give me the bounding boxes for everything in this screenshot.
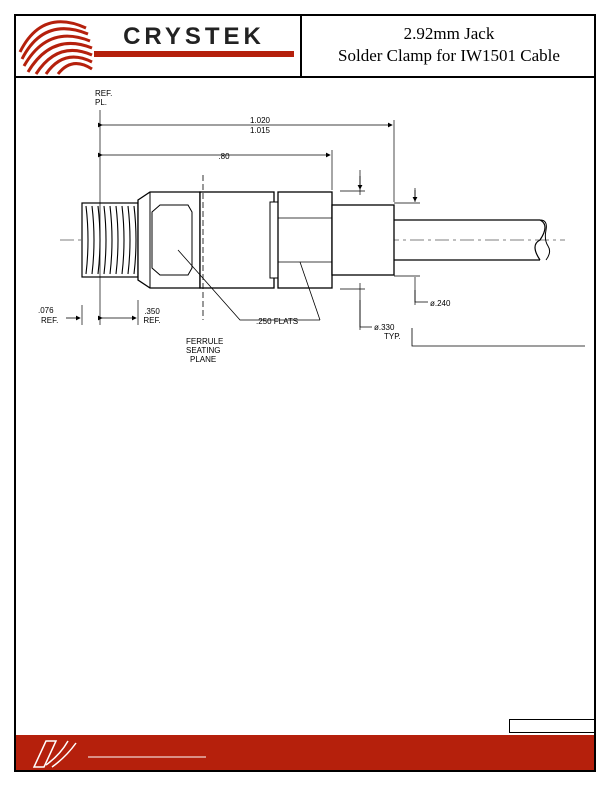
ferrule-label-3: PLANE — [190, 355, 216, 364]
title-line-1: 2.92mm Jack — [403, 24, 495, 43]
thread-section — [81, 202, 139, 278]
brand-underline — [94, 51, 294, 57]
dim-thread-1: .076 — [38, 306, 54, 315]
title-line-2: Solder Clamp for IW1501 Cable — [338, 46, 560, 65]
ferrule-label-2: SEATING — [186, 346, 221, 355]
brand-name: CRYSTEK — [123, 23, 265, 50]
dim-overall-2: 1.015 — [250, 126, 271, 135]
dim-flats: .250 FLATS — [256, 317, 298, 326]
footer-band — [16, 735, 594, 770]
swirl-logo-icon — [18, 20, 93, 75]
page-frame — [14, 14, 596, 772]
dim-hex-2: REF. — [143, 316, 160, 325]
connector-body — [199, 191, 395, 289]
dim-body: .80 — [218, 152, 230, 161]
hex-nut — [137, 191, 201, 289]
dim-diameter-240: ø.240 — [430, 299, 451, 308]
dim-diameter-330: ø.330 — [374, 323, 395, 332]
dim-thread-2: REF. — [41, 316, 58, 325]
logo-block: CRYSTEK — [14, 14, 302, 78]
footer-logo — [32, 740, 206, 768]
ferrule-label-1: FERRULE — [186, 337, 223, 346]
dimension-lines — [66, 122, 585, 347]
footer-logo-icon — [32, 740, 77, 768]
dim-hex-1: .350 — [144, 307, 160, 316]
dim-overall-1: 1.020 — [250, 116, 271, 125]
revision-box — [509, 719, 595, 733]
cable — [394, 219, 551, 261]
title-block: 2.92mm Jack Solder Clamp for IW1501 Cabl… — [302, 14, 596, 78]
ref-plane-label-1: REF. — [95, 89, 112, 98]
dim-diameter-330-typ: TYP. — [384, 332, 401, 341]
ref-plane-label-2: PL. — [95, 98, 107, 107]
crystek-logo: CRYSTEK — [18, 20, 294, 75]
